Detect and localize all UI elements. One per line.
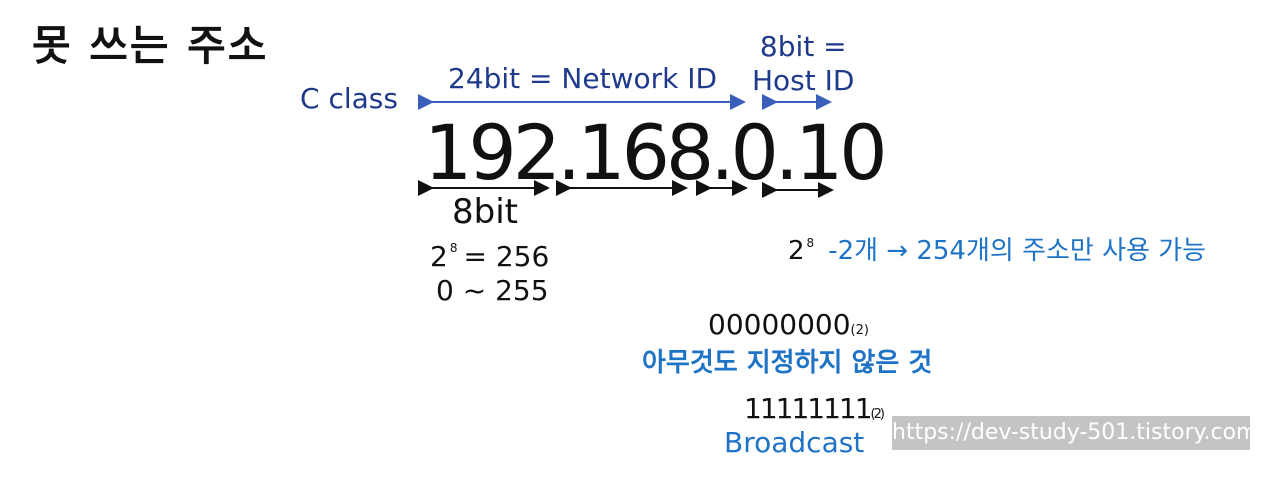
all-ones-binary: 11111111(2) bbox=[744, 392, 885, 425]
page-title: 못 쓰는 주소 bbox=[32, 21, 269, 70]
class-label: C class bbox=[300, 82, 398, 115]
usable-base: 2 bbox=[788, 236, 805, 266]
octet-range: 0 ~ 255 bbox=[436, 274, 549, 307]
all-zeros-meaning: 아무것도 지정하지 않은 것 bbox=[642, 348, 933, 378]
usable-text: -2개 → 254개의 주소만 사용 가능 bbox=[828, 236, 1207, 266]
host-id-label-line1: 8bit = bbox=[759, 30, 847, 63]
power-result: = 256 bbox=[463, 240, 550, 273]
power-exponent: 8 bbox=[449, 241, 458, 255]
usable-exponent: 8 bbox=[806, 236, 815, 250]
all-ones-meaning: Broadcast bbox=[724, 426, 865, 459]
power-base: 2 bbox=[430, 240, 448, 273]
octet-bits-label: 8bit bbox=[452, 192, 518, 232]
host-id-label-line2: Host ID bbox=[752, 64, 855, 97]
all-ones-value: 11111111 bbox=[744, 392, 873, 425]
all-zeros-value: 00000000 bbox=[708, 308, 851, 341]
network-id-label: 24bit = Network ID bbox=[448, 62, 718, 95]
host-id-label: 8bit = Host ID bbox=[752, 30, 854, 98]
watermark: https://dev-study-501.tistory.com bbox=[892, 416, 1257, 450]
all-ones-base: (2) bbox=[870, 407, 885, 422]
all-zeros-base: (2) bbox=[850, 323, 869, 338]
all-zeros-binary: 00000000(2) bbox=[708, 308, 869, 341]
ip-address: 192.168.0.10 bbox=[424, 108, 888, 197]
